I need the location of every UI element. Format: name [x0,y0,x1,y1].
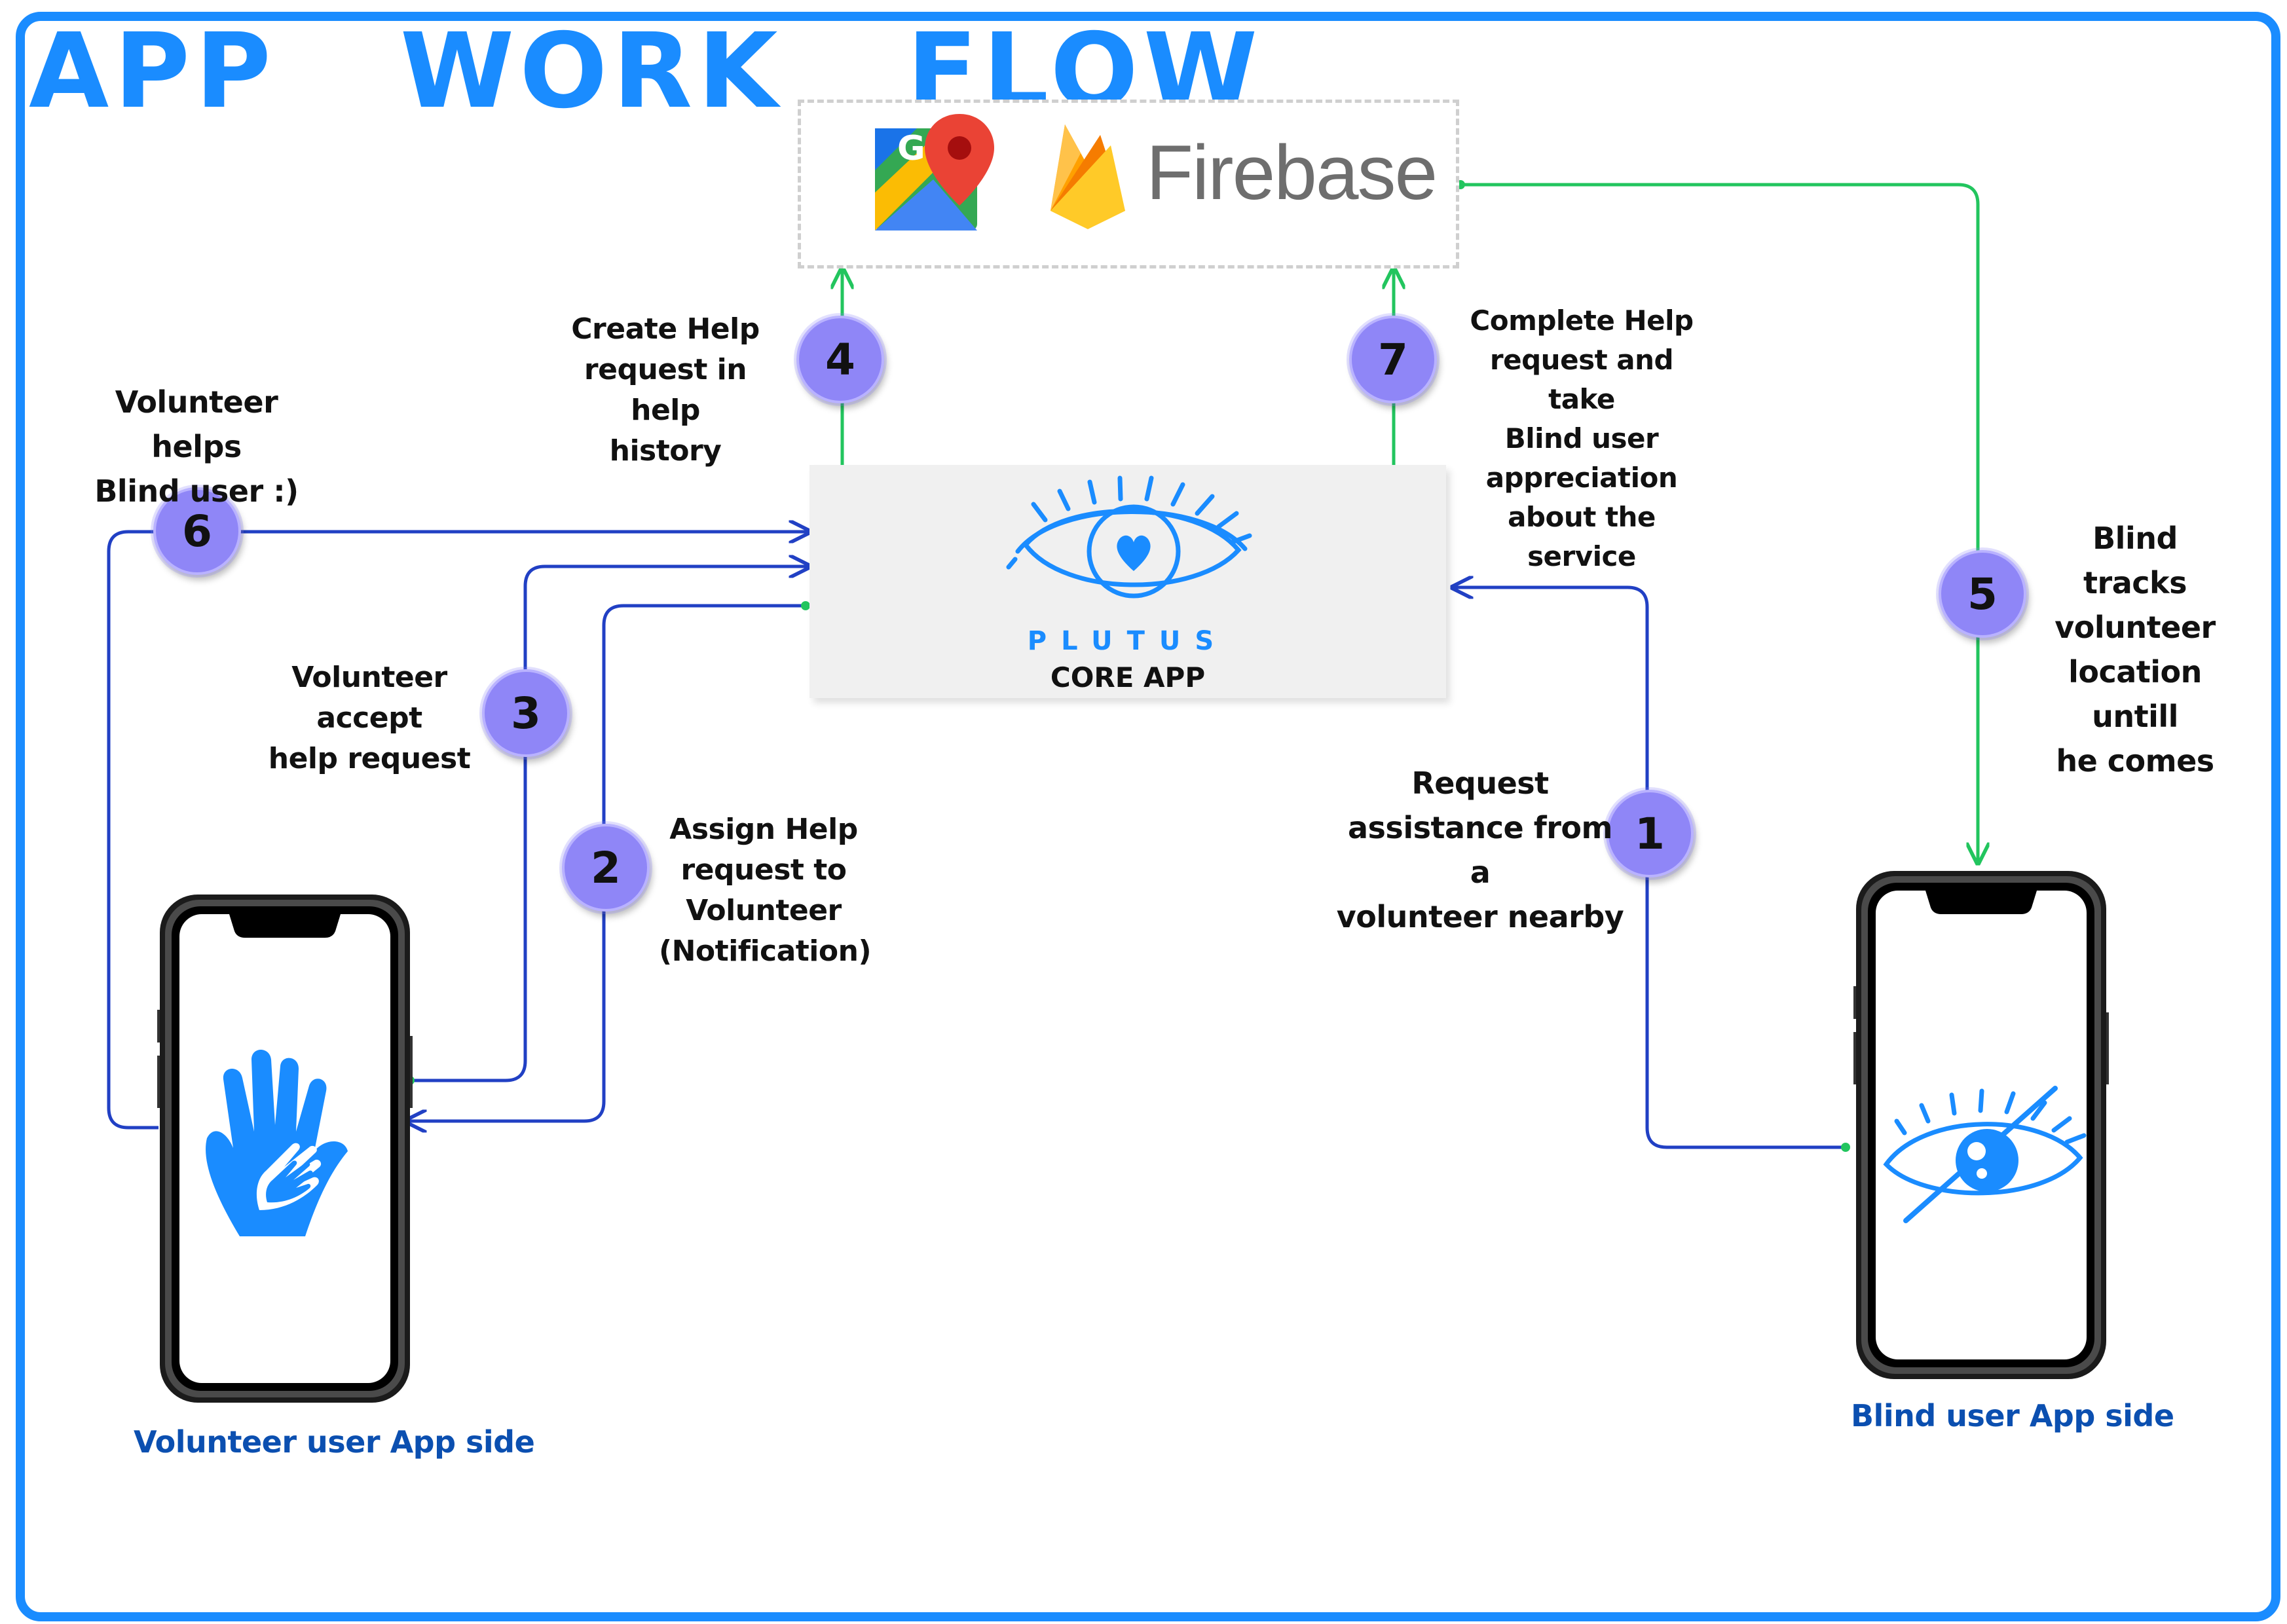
crossed-eye-icon [1883,1086,2087,1223]
connector-step-3 [410,566,809,1082]
plutus-brand: PLUTUS [1027,626,1229,656]
svg-text:G: G [897,129,925,168]
plutus-eye-heart-icon [1006,475,1252,599]
volunteer-side-label: Volunteer user App side [134,1424,535,1460]
step-5-badge: 5 [1939,550,2026,638]
helping-hands-icon [206,1050,348,1236]
firebase-wordmark: Firebase [1146,130,1438,216]
blind-user-phone [1852,868,2110,1385]
volunteer-phone [156,892,414,1409]
connector-step-5 [1460,183,1978,863]
step-1-badge: 1 [1606,790,1694,877]
connector-step-6 [107,532,809,1130]
blind-side-label: Blind user App side [1851,1398,2174,1433]
firebase-flame-icon [1051,124,1125,229]
step-3-badge: 3 [482,669,570,757]
core-app-label: CORE APP [1050,661,1206,693]
google-maps-icon: G [875,114,994,231]
step-7-badge: 7 [1349,316,1437,403]
outer-frame [16,12,2280,1621]
core-app-box: PLUTUS CORE APP [809,465,1446,698]
step-2-badge: 2 [562,824,650,912]
step-6-badge: 6 [153,487,241,575]
step-4-badge: 4 [796,316,884,403]
